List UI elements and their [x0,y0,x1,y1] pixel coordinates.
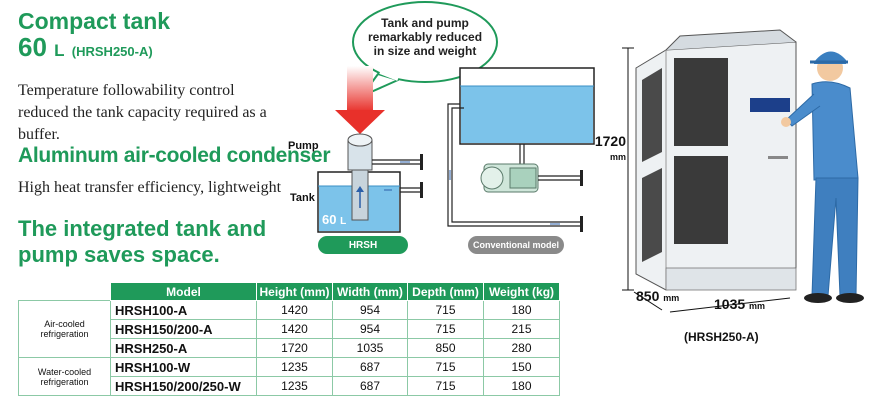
width-value: 1035 [714,296,746,312]
width-dimension: 1035 mm [714,296,765,312]
table-cell: 180 [483,300,560,320]
table-cell: 850 [407,338,484,358]
table-cell: 1420 [256,319,333,339]
conventional-pill [468,236,564,254]
table-cell: 954 [332,319,408,339]
table-cell: 715 [407,319,484,339]
callout-text: Tank and pump remarkably reduced in size… [367,16,483,58]
followability-text: Temperature followability control reduce… [18,82,267,143]
table-cell: 715 [407,376,484,396]
model-cell: HRSH100-A [110,300,257,320]
group-label: Air-cooled refrigeration [18,300,111,358]
table-cell: 1720 [256,338,333,358]
height-dimension: 1720 mm [592,134,626,164]
hrsh-pill [318,236,408,254]
table-header: Model [110,282,257,301]
table-cell: 1235 [256,357,333,377]
model-cell: HRSH150/200-A [110,319,257,339]
table-header: Width (mm) [332,282,408,301]
condenser-heading: Aluminum air-cooled condenser [18,144,331,167]
table-cell: 954 [332,300,408,320]
hrsh-label: HRSH [348,240,378,251]
tank-volume-unit: L [340,216,347,227]
tank-volume-label: 60 L [322,212,346,227]
base-dimension-lines [633,291,791,313]
tank-capacity-value: 60 [18,32,47,62]
table-header: Weight (kg) [483,282,560,301]
table-cell: 1035 [332,338,408,358]
tank-volume-value: 60 [322,212,337,227]
tank-label: Tank [290,192,315,204]
tank-pump-diagram [317,1,595,254]
table-cell: 715 [407,300,484,320]
table-row: Water-cooled refrigeration HRSH100-W 123… [18,357,560,396]
model-cell: HRSH250-A [110,338,257,358]
table-header-row: Model Height (mm) Width (mm) Depth (mm) … [18,282,560,301]
height-unit: mm [609,152,626,162]
table-row: HRSH150/200/250-W 1235 687 715 180 [19,376,560,396]
table-cell: 180 [483,376,560,396]
pump-label: Pump [288,140,319,152]
product-caption: (HRSH250-A) [684,330,759,344]
model-cell: HRSH100-W [110,357,257,377]
group-label: Water-cooled refrigeration [18,357,111,396]
table-cell: 715 [407,357,484,377]
tank-capacity-heading: 60 L (HRSH250-A) [18,32,153,63]
spec-table: Model Height (mm) Width (mm) Depth (mm) … [18,282,560,396]
callout-bubble [352,1,498,97]
height-dimension-line [622,47,634,291]
table-row: Air-cooled refrigeration HRSH100-A 1420 … [18,300,560,358]
conventional-label: Conventional model [472,240,559,250]
depth-dimension: 850 mm [636,288,679,304]
compact-tank-heading: Compact tank [18,8,171,34]
operator-illustration [781,51,864,303]
table-cell: 1235 [256,376,333,396]
table-row: HRSH150/200-A 1420 954 715 215 [19,319,560,339]
integrated-heading: The integrated tank and pump saves space… [18,216,267,267]
table-row: HRSH250-A 1720 1035 850 280 [19,338,560,358]
reduction-arrow-icon [335,66,385,134]
tank-capacity-model: (HRSH250-A) [71,44,153,59]
conventional-tank-illustration [447,67,595,232]
chiller-cabinet [635,29,797,291]
model-cell: HRSH150/200/250-W [110,376,257,396]
hrsh-tank-illustration [317,133,423,233]
table-cell: 687 [332,376,408,396]
table-header: Depth (mm) [407,282,484,301]
condenser-text: High heat transfer efficiency, lightweig… [18,179,282,196]
tank-capacity-unit: L [54,41,65,60]
table-cell: 215 [483,319,560,339]
table-cell: 1420 [256,300,333,320]
height-value: 1720 [594,133,626,149]
width-unit: mm [749,301,766,311]
depth-unit: mm [663,293,680,303]
table-cell: 687 [332,357,408,377]
table-cell: 150 [483,357,560,377]
depth-value: 850 [636,288,660,304]
product-illustration [622,29,864,313]
table-cell: 280 [483,338,560,358]
table-header: Height (mm) [256,282,333,301]
